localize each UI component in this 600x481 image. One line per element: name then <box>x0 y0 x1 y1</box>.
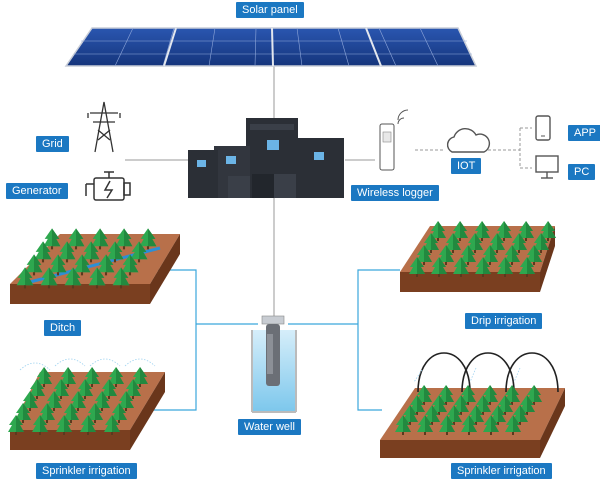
pc-label: PC <box>568 164 596 180</box>
grid-tower-icon <box>87 101 121 153</box>
wireless-logger-icon <box>379 109 409 171</box>
generator-label: Generator <box>6 183 68 199</box>
drip-irrigation-label: Drip irrigation <box>465 313 543 329</box>
grid-label: Grid <box>36 136 69 152</box>
water-well-label: Water well <box>238 419 301 435</box>
sprinkler-irrigation-left-label: Sprinkler irrigation <box>36 463 137 479</box>
sprinkler-irrigation-right-label: Sprinkler irrigation <box>451 463 552 479</box>
ditch-label: Ditch <box>44 320 82 336</box>
cable-lines <box>125 66 532 320</box>
phone-icon <box>535 115 551 141</box>
wireless-logger-label: Wireless logger <box>351 185 439 201</box>
water-pipes <box>150 269 400 411</box>
inverter-group-icon <box>188 118 344 198</box>
app-label: APP <box>568 125 600 141</box>
solar-panel-label: Solar panel <box>236 2 304 18</box>
solar-panel-icon <box>64 27 478 67</box>
water-well-icon <box>251 315 297 413</box>
sprinkler-field-right <box>380 352 565 458</box>
iot-label: IOT <box>451 158 482 174</box>
pc-monitor-icon <box>535 155 559 179</box>
generator-icon <box>85 171 131 201</box>
cloud-icon <box>446 128 491 153</box>
